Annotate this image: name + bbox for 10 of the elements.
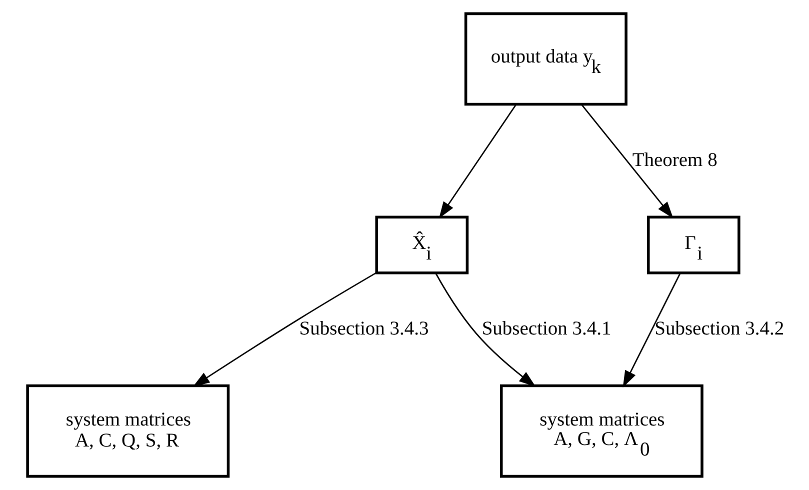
node-box: system matrices A, C, Q, S, R <box>26 384 230 478</box>
edge-label: Theorem 8 <box>632 150 718 171</box>
arrow <box>192 272 377 387</box>
arrow <box>435 272 536 387</box>
arrow <box>438 104 516 218</box>
arrow <box>581 104 674 218</box>
arrow <box>622 272 681 388</box>
edge-label: Subsection 3.4.2 <box>654 318 784 340</box>
edge-label: Subsection 3.4.1 <box>482 318 612 340</box>
edge-label: Subsection 3.4.3 <box>299 318 429 340</box>
